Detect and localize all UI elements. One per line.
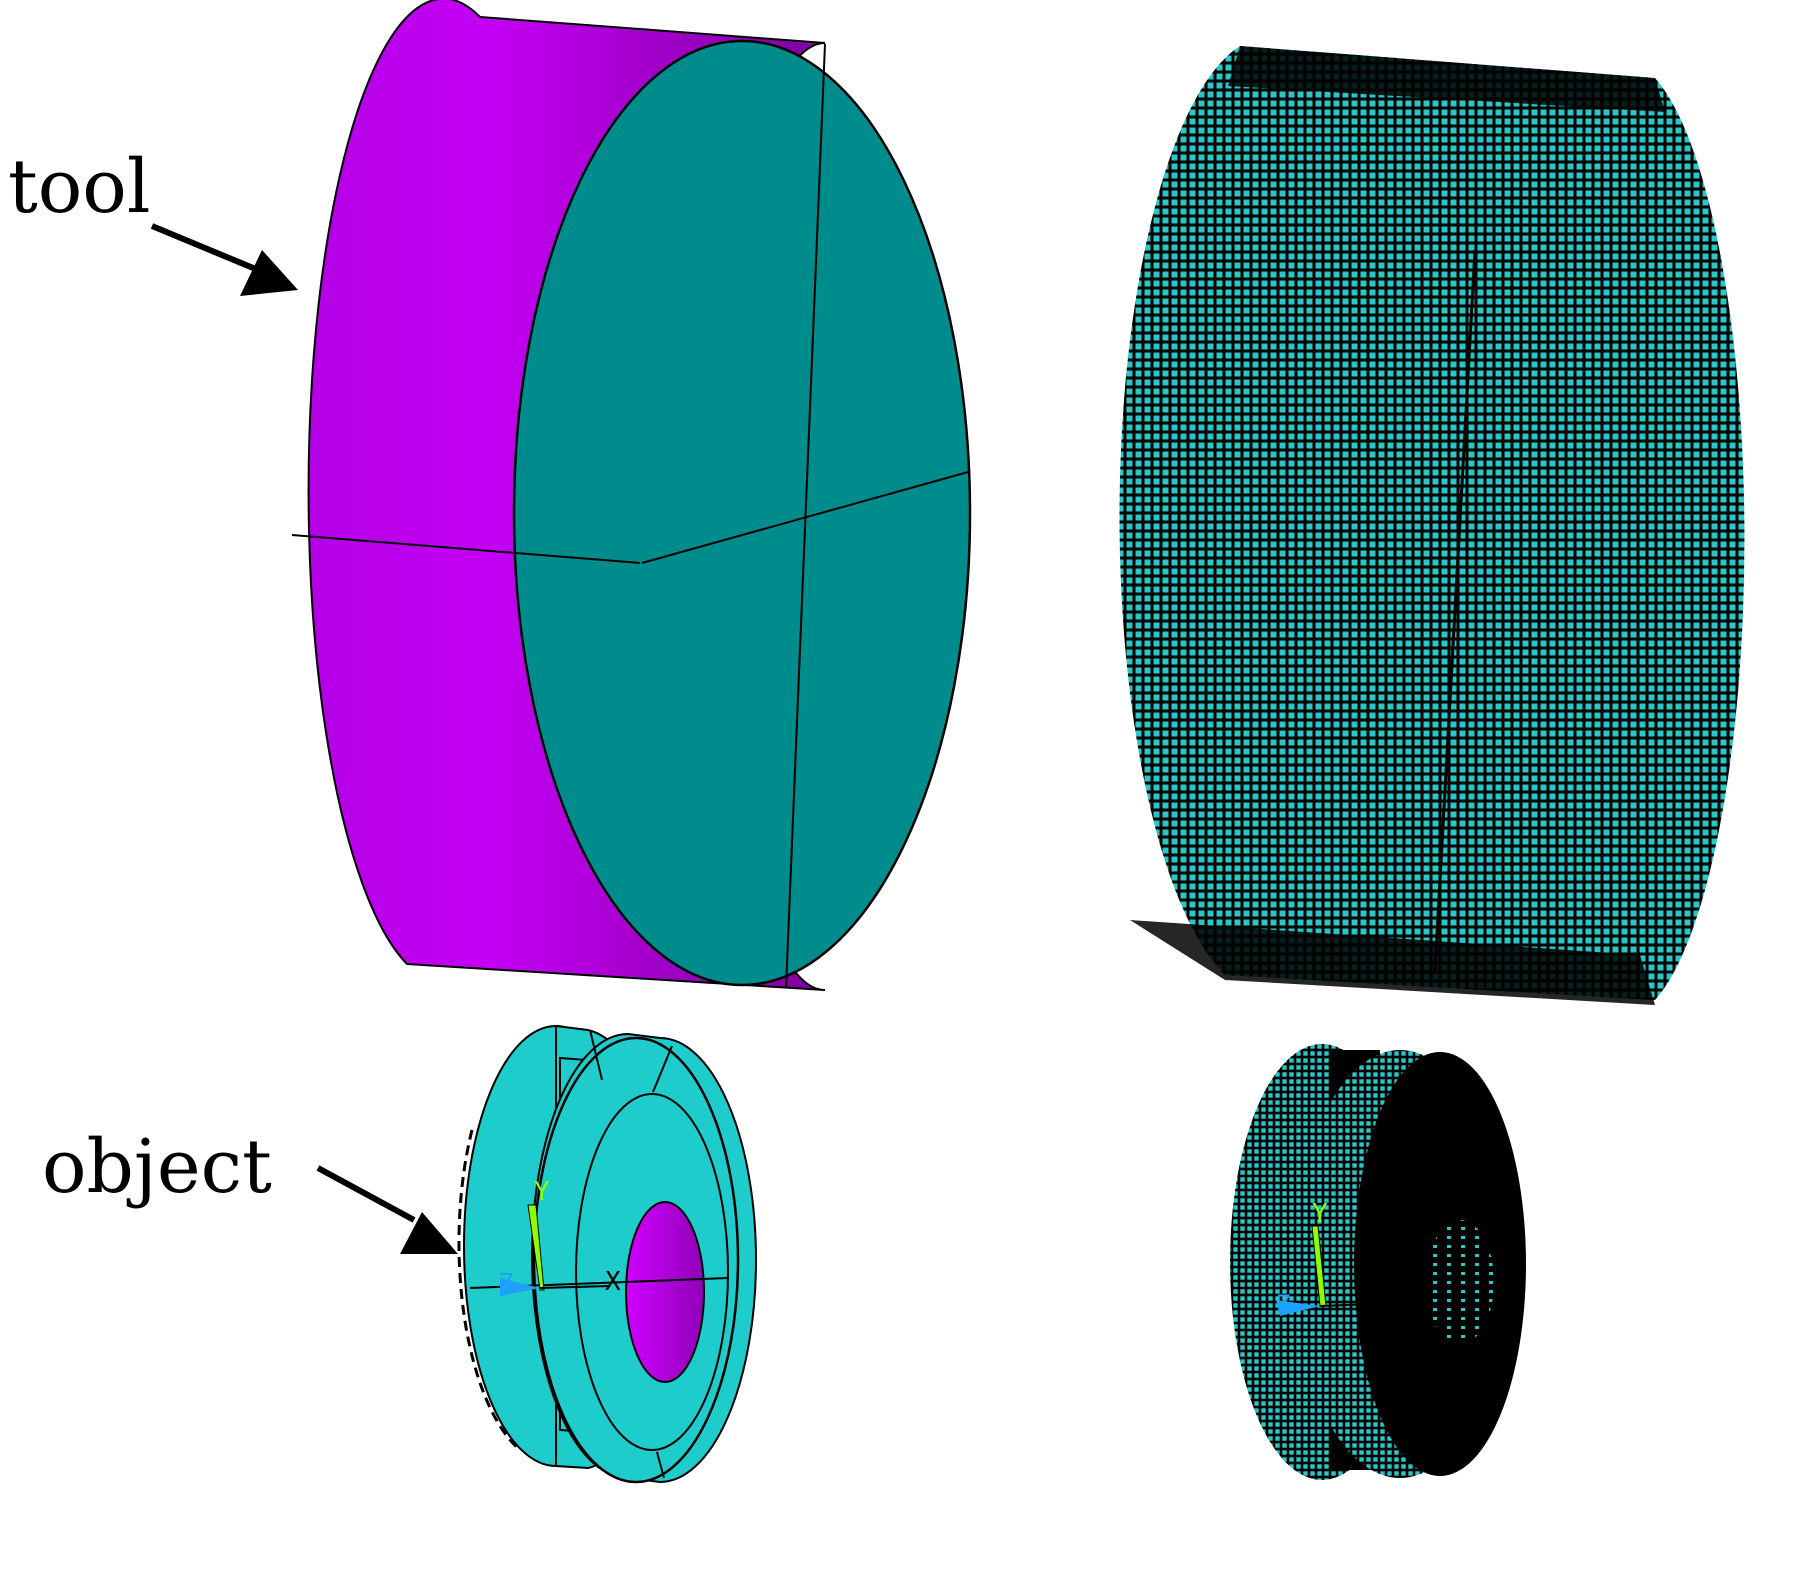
tool-mesh-bottom-rim — [1130, 920, 1655, 1005]
object-bore — [625, 1201, 705, 1383]
triad-x-label: X — [605, 1267, 621, 1297]
tool-arrow-shaft — [150, 223, 260, 273]
coordinate-triad-icon: Y X Z — [498, 1177, 621, 1299]
object-seam-top — [652, 1045, 673, 1093]
tool-mesh-top-rim — [1228, 46, 1665, 112]
object-arrow-head — [400, 1212, 458, 1254]
triad-y-axis — [527, 1204, 545, 1291]
triad-z-axis — [1276, 1300, 1320, 1316]
arrow-icon — [316, 1165, 458, 1254]
triad-y-label: Y — [1312, 1199, 1328, 1229]
triad-x-axis — [1319, 1303, 1377, 1307]
tool-arrow-head — [240, 250, 298, 296]
arrow-icon — [150, 223, 298, 296]
tool-face-seam-vertical — [785, 43, 826, 989]
triad-x-axis — [539, 1285, 611, 1289]
triad-z-axis — [500, 1278, 540, 1296]
triad-y-label: Y — [534, 1177, 550, 1207]
tool-label: tool — [8, 144, 151, 230]
object-solid-model: Y X Z — [457, 1024, 757, 1484]
triad-z-label: Z — [498, 1269, 514, 1299]
triad-z-label: Z — [1276, 1290, 1290, 1318]
object-label: object — [42, 1124, 272, 1210]
object-edge-detail — [457, 1129, 521, 1452]
tool-end-face — [512, 39, 972, 987]
tool-solid-model — [291, 0, 972, 991]
coordinate-triad-icon: Y Z — [1276, 1199, 1377, 1318]
object-arrow-shaft — [316, 1165, 416, 1223]
tool-face-seam-horizontal — [641, 471, 969, 564]
object-mesh-bore-nodes — [1426, 1220, 1494, 1344]
object-mesh-model: Y Z — [1230, 1044, 1526, 1480]
object-seam-bottom — [656, 1451, 665, 1479]
tool-mesh-side — [1119, 46, 1745, 1000]
tool-mesh-seam — [1433, 249, 1477, 971]
tool-mesh-model — [1119, 46, 1745, 1005]
object-back-seam — [589, 1029, 603, 1081]
tool-side-seam — [291, 534, 641, 564]
